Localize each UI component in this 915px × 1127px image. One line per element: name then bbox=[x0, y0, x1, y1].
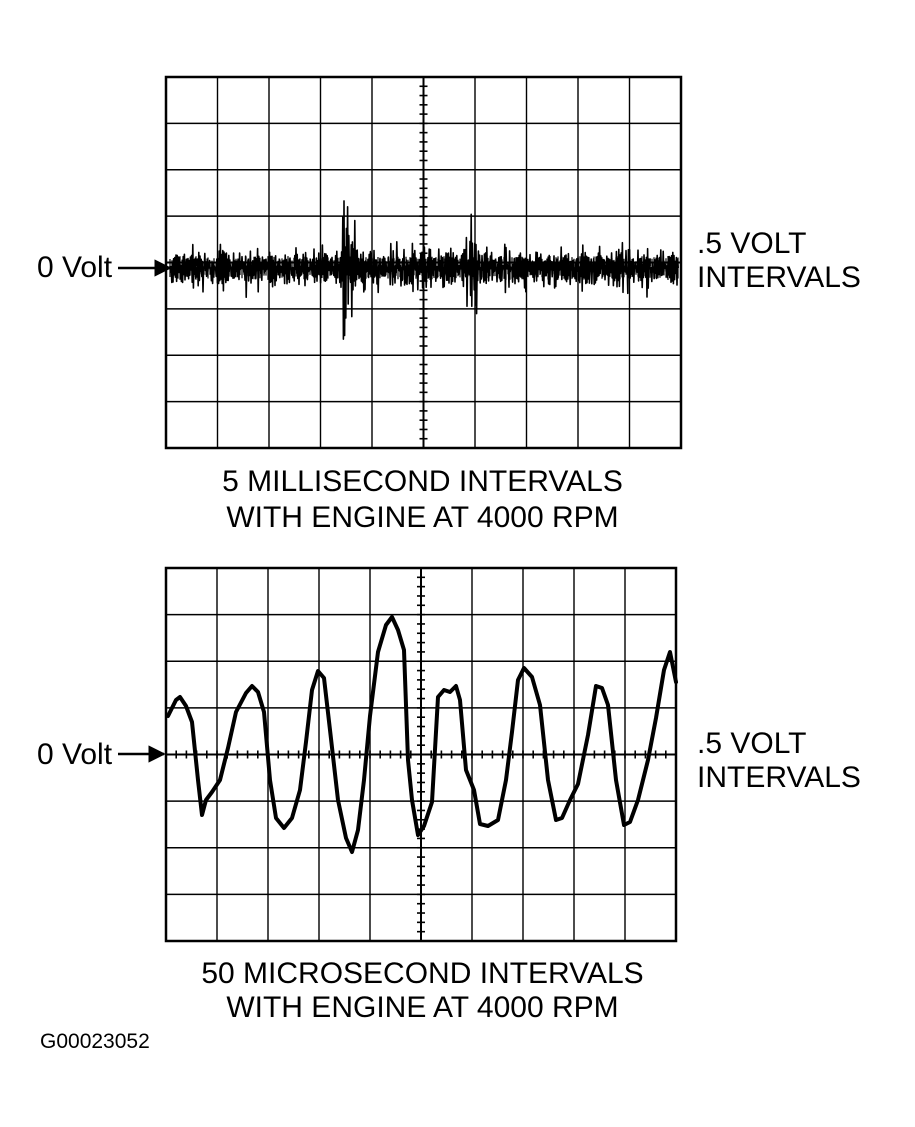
scope-2-volt-label-line2: INTERVALS bbox=[697, 761, 861, 794]
scope-2 bbox=[118, 566, 678, 943]
scope-2-caption-line1: 50 MICROSECOND INTERVALS bbox=[201, 957, 644, 990]
scope-2-zero-label: 0 Volt bbox=[37, 738, 113, 771]
scope-2-volt-label-line1: .5 VOLT bbox=[697, 727, 807, 760]
scope-2-grid bbox=[164, 566, 678, 943]
scope-2-caption-line2: WITH ENGINE AT 4000 RPM bbox=[226, 991, 619, 1024]
scope-1-caption-line1: 5 MILLISECOND INTERVALS bbox=[222, 465, 623, 498]
scope-1 bbox=[118, 75, 683, 450]
scope-2-waveform-trace bbox=[166, 615, 678, 854]
scope-1-volt-label-line2: INTERVALS bbox=[697, 261, 861, 294]
scope-1-volt-label-line1: .5 VOLT bbox=[697, 227, 807, 260]
figure-code: G00023052 bbox=[40, 1030, 150, 1053]
scope-1-noise-trace-fill bbox=[169, 256, 679, 280]
scope-1-caption-line2: WITH ENGINE AT 4000 RPM bbox=[226, 501, 619, 534]
scope-1-zero-label: 0 Volt bbox=[37, 251, 113, 284]
